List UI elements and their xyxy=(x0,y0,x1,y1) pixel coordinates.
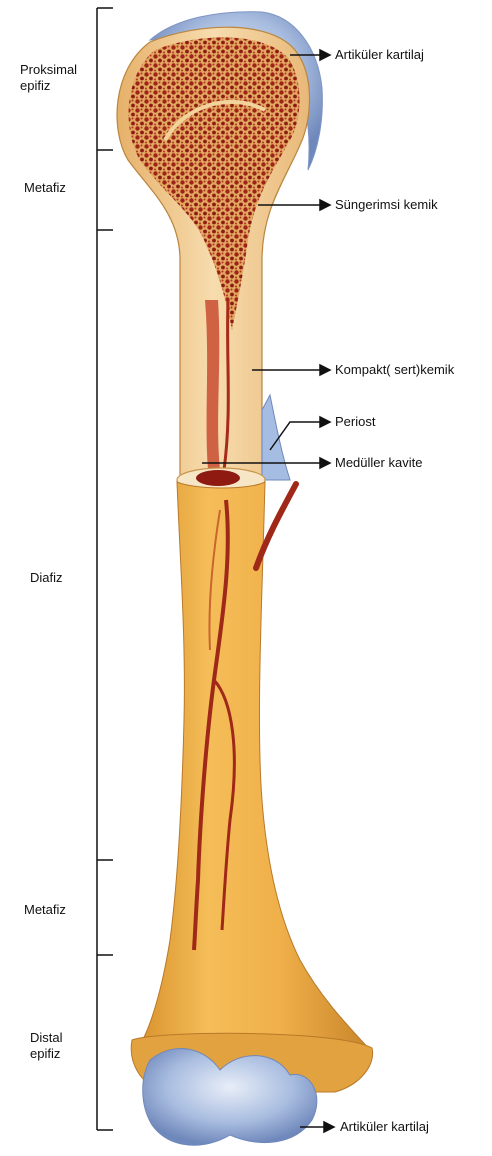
label-compact-bone: Kompakt( sert)kemik xyxy=(335,362,454,378)
label-proximal-line2: epifiz xyxy=(20,78,77,94)
label-spongy-bone: Süngerimsi kemik xyxy=(335,197,438,213)
periosteum-flap xyxy=(262,395,290,480)
label-metaphysis-bottom: Metafiz xyxy=(24,902,66,918)
medullary-cavity-opening xyxy=(196,470,240,486)
label-periosteum: Periost xyxy=(335,414,375,430)
medullary-canal xyxy=(205,300,220,470)
label-proximal-epiphysis: Proksimal epifiz xyxy=(20,62,77,94)
label-distal-line2: epifiz xyxy=(30,1046,63,1062)
label-distal-line1: Distal xyxy=(30,1030,63,1046)
label-metaphysis-top: Metafiz xyxy=(24,180,66,196)
left-bracket xyxy=(97,8,113,1130)
label-medullary-cavity: Medüller kavite xyxy=(335,455,422,471)
label-articular-cartilage-top: Artiküler kartilaj xyxy=(335,47,424,63)
label-distal-epiphysis: Distal epifiz xyxy=(30,1030,63,1062)
label-proximal-line1: Proksimal xyxy=(20,62,77,78)
label-articular-cartilage-bottom: Artiküler kartilaj xyxy=(340,1119,429,1135)
label-diaphysis: Diafiz xyxy=(30,570,63,586)
